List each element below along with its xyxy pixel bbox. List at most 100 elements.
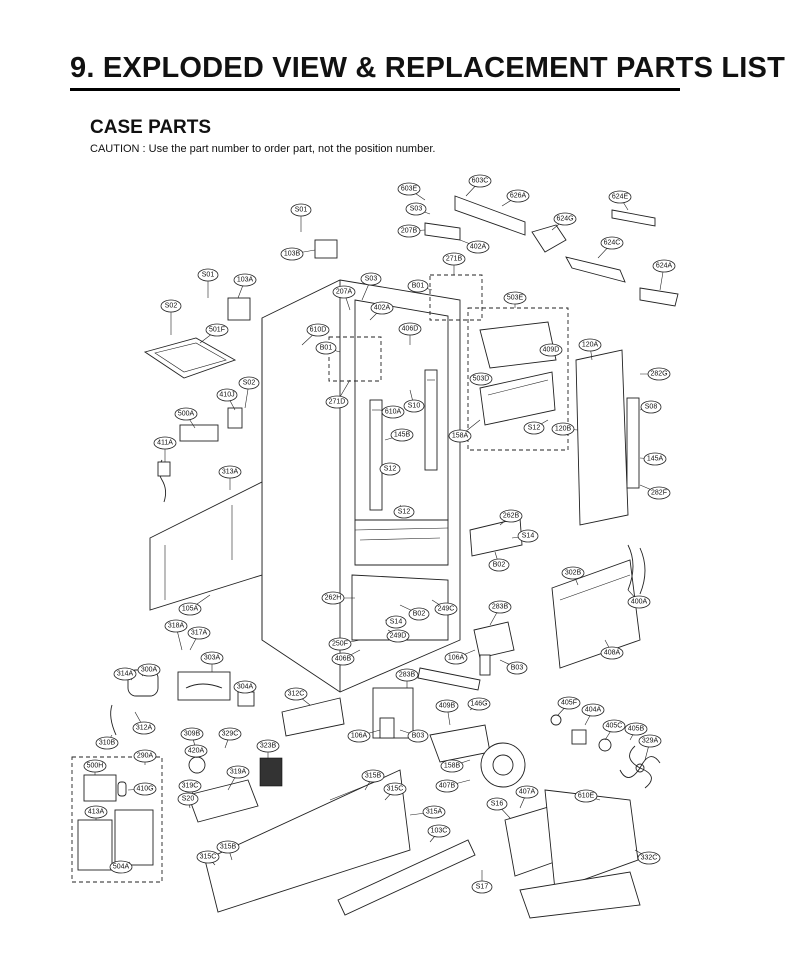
svg-text:283B: 283B: [492, 604, 509, 611]
part-label: S12: [393, 505, 415, 519]
svg-text:120A: 120A: [582, 342, 599, 349]
part-label: 271D: [325, 395, 349, 409]
part-label: 312A: [132, 721, 156, 735]
part-label: 304A: [233, 680, 257, 694]
svg-text:405C: 405C: [606, 723, 623, 730]
svg-text:106A: 106A: [448, 655, 465, 662]
svg-text:420A: 420A: [188, 748, 205, 755]
svg-text:504A: 504A: [113, 864, 130, 871]
part-label: 145A: [643, 452, 667, 466]
page-title: 9. EXPLODED VIEW & REPLACEMENT PARTS LIS…: [70, 52, 785, 84]
part-label: S14: [385, 615, 407, 629]
svg-text:249D: 249D: [390, 633, 407, 640]
part-label: 624E: [608, 190, 632, 204]
svg-text:315C: 315C: [200, 854, 217, 861]
svg-text:332C: 332C: [641, 855, 658, 862]
part-label: 406B: [331, 652, 355, 666]
part-labels: 603E 603C 626A 624E S01 S03 624G 207B 40…: [83, 174, 676, 894]
part-label: S16: [486, 797, 508, 811]
part-label: 249C: [434, 602, 458, 616]
part-label: S12: [523, 421, 545, 435]
part-label: 158B: [440, 759, 464, 773]
part-label: 410J: [216, 388, 238, 402]
svg-text:405B: 405B: [628, 726, 645, 733]
svg-text:329A: 329A: [642, 738, 659, 745]
part-label: 282F: [647, 486, 671, 500]
caution-note: CAUTION : Use the part number to order p…: [90, 143, 436, 155]
part-label: S10: [403, 399, 425, 413]
svg-text:290A: 290A: [137, 753, 154, 760]
svg-text:304A: 304A: [237, 684, 254, 691]
part-label: 323B: [256, 739, 280, 753]
svg-text:145B: 145B: [394, 432, 411, 439]
svg-text:626A: 626A: [510, 193, 527, 200]
part-label: 146G: [467, 697, 491, 711]
svg-text:S12: S12: [528, 425, 541, 432]
svg-text:B03: B03: [412, 733, 425, 740]
svg-text:S01: S01: [295, 207, 308, 214]
part-label: 400A: [627, 595, 651, 609]
svg-text:315B: 315B: [365, 773, 382, 780]
part-label: 315A: [422, 805, 446, 819]
part-label: S08: [640, 400, 662, 414]
svg-text:318A: 318A: [168, 623, 185, 630]
svg-text:103B: 103B: [284, 251, 301, 258]
svg-text:319A: 319A: [230, 769, 247, 776]
svg-text:500A: 500A: [178, 411, 195, 418]
svg-text:S17: S17: [476, 884, 489, 891]
svg-text:309B: 309B: [184, 731, 201, 738]
part-label: 504A: [109, 860, 133, 874]
part-label: 103C: [427, 824, 451, 838]
part-label: 500H: [83, 759, 107, 773]
part-label: 319C: [178, 779, 202, 793]
svg-text:249C: 249C: [438, 606, 455, 613]
part-label: S17: [471, 880, 493, 894]
svg-text:262B: 262B: [503, 513, 520, 520]
part-label: 120A: [578, 338, 602, 352]
svg-text:624C: 624C: [604, 240, 621, 247]
part-label: 407B: [435, 779, 459, 793]
svg-text:406D: 406D: [402, 326, 419, 333]
part-label: 105A: [178, 602, 202, 616]
svg-text:106A: 106A: [351, 733, 368, 740]
svg-text:312A: 312A: [136, 725, 153, 732]
part-label: 106A: [347, 729, 371, 743]
part-label: 410G: [133, 782, 157, 796]
part-label: 610E: [574, 789, 598, 803]
part-label: 315B: [216, 840, 240, 854]
svg-text:409B: 409B: [439, 703, 456, 710]
part-label: 409D: [539, 343, 563, 357]
svg-text:410G: 410G: [136, 786, 153, 793]
svg-text:500H: 500H: [87, 763, 104, 770]
part-label: 309B: [180, 727, 204, 741]
svg-text:624E: 624E: [612, 194, 629, 201]
svg-text:S14: S14: [390, 619, 403, 626]
svg-text:302B: 302B: [565, 570, 582, 577]
part-label: 500A: [174, 407, 198, 421]
part-label: 329A: [638, 734, 662, 748]
svg-text:S12: S12: [384, 466, 397, 473]
svg-text:303A: 303A: [204, 655, 221, 662]
svg-text:262H: 262H: [325, 595, 342, 602]
part-label: S02: [238, 376, 260, 390]
svg-text:313A: 313A: [222, 469, 239, 476]
svg-text:B01: B01: [320, 345, 333, 352]
svg-text:501F: 501F: [209, 327, 225, 334]
svg-text:282G: 282G: [650, 371, 667, 378]
part-label: 207A: [332, 285, 356, 299]
svg-text:158A: 158A: [452, 433, 469, 440]
svg-text:610E: 610E: [578, 793, 595, 800]
svg-text:404A: 404A: [585, 707, 602, 714]
part-label: 603C: [468, 174, 492, 188]
part-label: 315C: [196, 850, 220, 864]
cabinet-rail-right: [424, 369, 438, 471]
part-label: 405C: [602, 719, 626, 733]
part-label: 158A: [448, 429, 472, 443]
svg-text:S03: S03: [365, 276, 378, 283]
part-label: 610A: [381, 405, 405, 419]
part-label: 106A: [444, 651, 468, 665]
left-parts: [143, 337, 263, 611]
part-label: 302B: [561, 566, 585, 580]
fan-blade: [619, 745, 661, 789]
svg-text:411A: 411A: [157, 440, 173, 447]
